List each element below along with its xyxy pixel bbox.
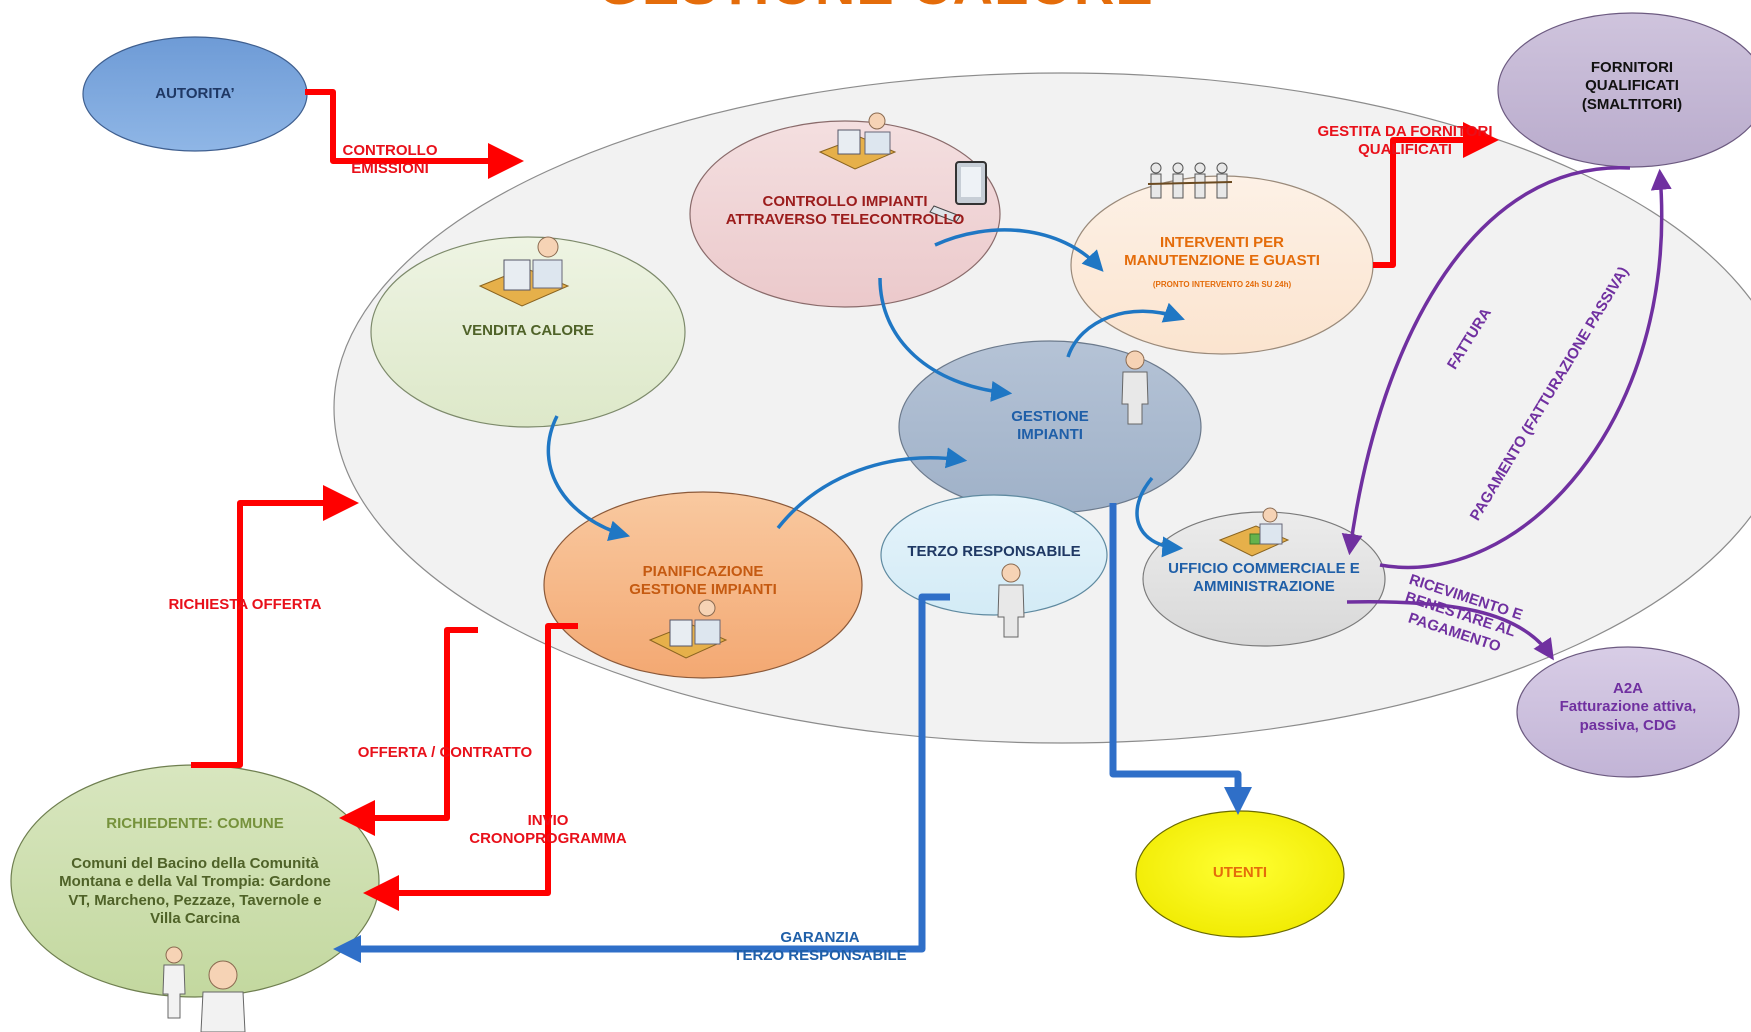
node-controllo-impianti[interactable] — [689, 120, 1001, 308]
node-terzo-responsabile[interactable] — [880, 494, 1108, 616]
label-gestione-impianti: GESTIONE IMPIANTI — [1011, 408, 1089, 444]
label-autorita: AUTORITA’ — [155, 85, 235, 102]
arrow-fattura — [1341, 166, 1631, 556]
diagram-title: GESTIONE CALORE — [0, 0, 1751, 17]
label-a2a: A2A Fatturazione attiva, passiva, CDG — [1559, 680, 1697, 734]
internal-arrows — [546, 228, 1185, 558]
label-fornitori: FORNITORI QUALIFICATI (SMALTITORI) — [1581, 59, 1683, 113]
label-terzo-responsabile: TERZO RESPONSABILE — [907, 543, 1081, 560]
arrow-interventi-fornitori — [1373, 122, 1499, 268]
label-interventi-note: (PRONTO INTERVENTO 24h SU 24h) — [1152, 280, 1292, 289]
edge-label-offerta-contratto: OFFERTA / CONTRATTO — [357, 744, 533, 761]
person-at-desk-icon — [818, 112, 897, 170]
label-richiedente-body: Comuni del Bacino della Comunità Montana… — [59, 855, 331, 927]
person-at-desk-icon — [648, 599, 728, 659]
arrow-ricevimento — [1346, 600, 1554, 661]
arrow-controllo-gestione — [878, 277, 1013, 402]
arrow-autorita-controllo — [305, 89, 524, 179]
blue-thick-flows — [333, 503, 1252, 963]
red-flows — [191, 89, 1499, 911]
label-richiedente-title: RICHIEDENTE: COMUNE — [106, 815, 284, 832]
standing-person-icon — [1121, 350, 1149, 425]
computer-monitor-icon — [929, 161, 987, 223]
edge-label-gestita-fornitori: GESTITA DA FORNITORI QUALIFICATI — [1317, 123, 1493, 159]
edge-label-invio-cronoprogramma: INVIO CRONOPROGRAMMA — [469, 812, 627, 848]
label-controllo-impianti: CONTROLLO IMPIANTI ATTRAVERSO TELECONTRO… — [725, 193, 965, 229]
edge-label-richiesta-offerta: RICHIESTA OFFERTA — [168, 596, 322, 613]
edge-label-garanzia: GARANZIA TERZO RESPONSABILE — [733, 929, 907, 965]
team-pulling-rope-icon — [1147, 162, 1233, 199]
arrow-gestione-interventi — [1066, 302, 1185, 358]
label-interventi: INTERVENTI PER MANUTENZIONE E GUASTI — [1124, 234, 1320, 270]
arrow-gestione-ufficio — [1135, 476, 1184, 558]
arrow-pagamento — [1379, 168, 1672, 570]
arrow-vendita-pianificazione — [546, 415, 631, 541]
edge-label-controllo-emissioni: CONTROLLO EMISSIONI — [342, 142, 438, 178]
person-at-desk-icon — [478, 236, 570, 307]
standing-person-icon — [162, 946, 186, 1019]
arrow-gestione-utenti — [1109, 503, 1252, 815]
label-vendita-calore: VENDITA CALORE — [462, 322, 594, 339]
person-at-desk-icon — [1218, 507, 1290, 557]
label-ufficio: UFFICIO COMMERCIALE E AMMINISTRAZIONE — [1168, 560, 1360, 596]
standing-person-icon — [200, 960, 246, 1032]
purple-flows — [1341, 166, 1672, 661]
arrow-controllo-interventi — [934, 228, 1104, 272]
node-fornitori[interactable] — [1497, 12, 1751, 168]
arrow-offerta-contratto — [339, 627, 478, 836]
standing-person-icon — [997, 563, 1025, 638]
label-pianificazione: PIANIFICAZIONE GESTIONE IMPIANTI — [629, 563, 777, 599]
arrow-pianificazione-gestione — [776, 447, 968, 530]
node-a2a[interactable] — [1516, 646, 1740, 778]
arrow-garanzia — [333, 593, 950, 963]
node-vendita-calore[interactable] — [370, 236, 686, 428]
arrow-richiesta-offerta — [191, 485, 359, 768]
arrow-cronoprogramma — [363, 623, 578, 911]
label-utenti: UTENTI — [1212, 864, 1268, 881]
